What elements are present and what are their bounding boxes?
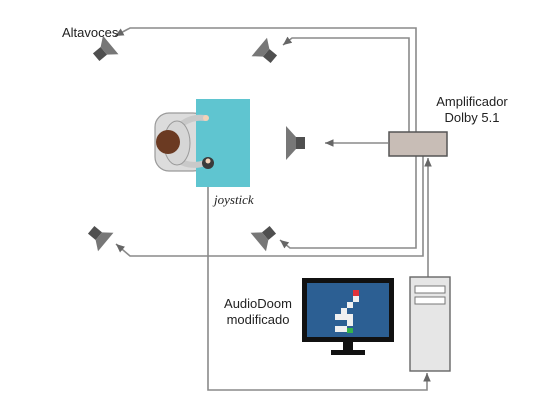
drive-bay-1 [414,285,446,294]
speaker-front-right [251,37,278,64]
amplifier-label-line1: Amplificador [436,94,508,109]
user-head [156,130,180,154]
drive-bay-2 [414,296,446,305]
table [196,99,250,187]
user-hand-top [203,115,209,121]
speaker-front-left [92,35,119,62]
speaker-rear-right [250,225,277,252]
amplifier-box [388,131,448,157]
computer-tower [409,276,451,372]
monitor-base [331,350,365,355]
software-label-line2: modificado [227,312,290,327]
speaker-center [286,126,305,160]
wire-rear-right [279,156,417,249]
monitor-neck [343,342,353,350]
wire-front-left [114,27,417,143]
wire-joystick-computer [207,172,431,391]
speaker-wires [114,27,432,391]
wire-front-right [282,36,410,143]
amplifier-label-line2: Dolby 5.1 [445,110,500,125]
joystick-label: joystick [212,192,254,207]
speakers-label: Altavoces [62,25,119,40]
speaker-rear-left [87,225,114,252]
monitor [302,278,394,355]
software-label-line1: AudioDoom [224,296,292,311]
user-at-table [154,99,250,187]
maze-path [335,290,359,333]
user-hand-bottom [205,158,211,164]
wire-rear-left [115,156,424,257]
